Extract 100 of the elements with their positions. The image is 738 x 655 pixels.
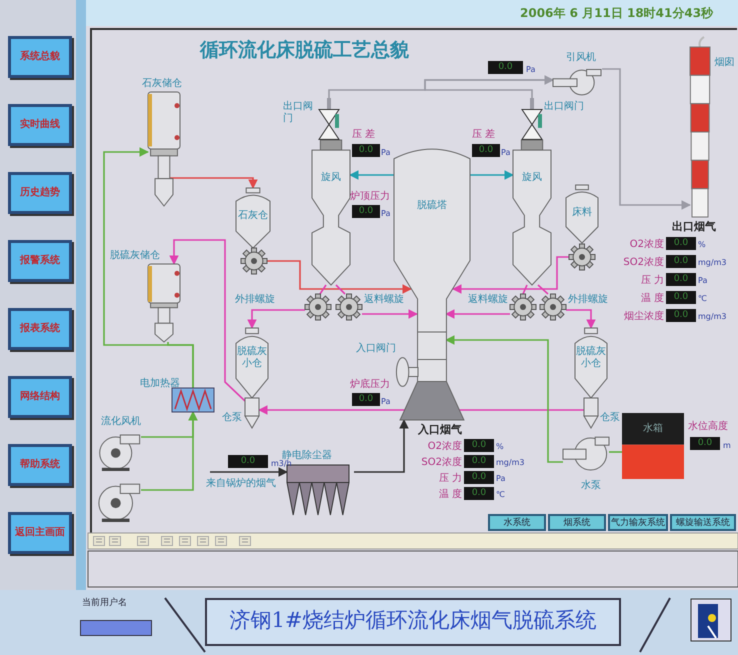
reading-label: 炉底压力 — [350, 378, 391, 391]
unit-label: Pa — [698, 275, 708, 287]
arrow — [354, 419, 409, 473]
nav-button: 帮助系统 — [8, 444, 72, 486]
equipment-label: 脱硫灰小仓 — [575, 346, 607, 370]
equipment-label: 流化风机 — [100, 416, 142, 428]
unit-label: mg/m3 — [698, 257, 728, 269]
digital-display: 0.0 — [666, 291, 696, 304]
diagram-title: 循环流化床脱硫工艺总貌 — [200, 38, 410, 62]
equipment-label: 外排螺旋 — [568, 294, 609, 306]
reading-label: SO2浓度 — [420, 456, 462, 469]
equipment-label: 出口阀门 — [283, 101, 314, 125]
equipment-label: 外排螺旋 — [235, 294, 276, 306]
connector-line — [522, 284, 528, 294]
connector-line — [319, 284, 327, 294]
equipment-label: 水箱 — [642, 423, 664, 435]
reading-label: 水位高度 — [688, 420, 729, 433]
equipment-label: 电加热器 — [140, 378, 181, 390]
reading-label: 温 度 — [640, 292, 664, 305]
digital-display: 0.0 — [666, 273, 696, 286]
digital-display: 0.0 — [228, 455, 268, 468]
arrow — [424, 75, 554, 98]
arrow — [452, 256, 569, 294]
digital-display: 0.0 — [666, 309, 696, 322]
digital-display: 0.0 — [472, 144, 500, 157]
equipment-label: 出口阀门 — [544, 101, 584, 113]
equipment-label: 床料 — [571, 207, 593, 219]
unit-label: % — [698, 239, 707, 251]
unit-label: Pa — [381, 396, 392, 408]
digital-display: 0.0 — [464, 471, 494, 484]
arrow — [470, 170, 514, 180]
arrow — [141, 411, 198, 491]
digital-display: 0.0 — [352, 393, 380, 406]
equipment-label: 静电除尘器 — [282, 450, 333, 461]
arrow — [267, 260, 412, 294]
arrow — [445, 335, 563, 463]
unit-label: Pa — [501, 147, 512, 159]
equipment-label: 脱硫灰小仓 — [236, 346, 268, 370]
unit-label: Pa — [381, 208, 392, 220]
reading-label: 压 差 — [472, 128, 496, 141]
unit-label: % — [496, 441, 505, 453]
unit-label: m — [723, 440, 732, 452]
tab-button: 烟系统 — [548, 514, 606, 531]
nav-button: 实时曲线 — [8, 104, 72, 146]
arrow — [210, 467, 288, 477]
reading-label: 压 力 — [438, 472, 462, 485]
connector-line — [167, 342, 194, 388]
unit-label: ℃ — [698, 293, 708, 305]
digital-display: 0.0 — [464, 455, 494, 468]
nav-button: 网络结构 — [8, 376, 72, 418]
equipment-label: 石灰储仓 — [141, 78, 183, 90]
equipment-label: 返料螺旋 — [468, 294, 509, 306]
arrow — [445, 309, 510, 319]
arrow — [349, 170, 394, 180]
unit-label: ℃ — [496, 489, 506, 501]
section-heading: 入口烟气 — [418, 423, 463, 436]
reading-label: 炉顶压力 — [350, 190, 391, 203]
tab-button: 水系统 — [488, 514, 546, 531]
connector-line — [537, 284, 549, 295]
arrow — [602, 68, 691, 210]
reading-label: O2浓度 — [628, 238, 664, 251]
unit-label: mg/m3 — [496, 457, 526, 469]
digital-display: 0.0 — [464, 487, 494, 500]
unit-label: Pa — [496, 473, 506, 485]
equipment-label: 返料螺旋 — [364, 294, 405, 306]
unit-label: Pa — [526, 64, 536, 76]
arrow — [362, 309, 418, 319]
reading-label: O2浓度 — [426, 440, 462, 453]
equipment-label: 旋风 — [521, 172, 543, 184]
nav-button: 系统总貌 — [8, 36, 72, 78]
reading-label: SO2浓度 — [622, 256, 664, 269]
timestamp: 2006年 6 月11日 18时41分43秒 — [520, 7, 714, 20]
edge-label: 来自锅炉的烟气 — [206, 477, 276, 490]
equipment-label: 水泵 — [581, 480, 602, 492]
user-label: 当前用户名 — [82, 597, 128, 610]
digital-display: 0.0 — [488, 61, 523, 74]
equipment-label: 仓泵 — [600, 412, 621, 424]
digital-display: 0.0 — [352, 144, 380, 157]
unit-label: Pa — [381, 147, 392, 159]
nav-button: 报警系统 — [8, 240, 72, 282]
nav-button: 返回主画面 — [8, 512, 72, 554]
digital-display: 0.0 — [690, 437, 720, 450]
digital-display: 0.0 — [464, 439, 494, 452]
equipment-label: 入口阀门 — [356, 343, 397, 355]
reading-label: 烟尘浓度 — [623, 310, 664, 323]
digital-display: 0.0 — [352, 205, 380, 218]
equipment-label: 引风机 — [565, 52, 597, 64]
equipment-label: 烟囱 — [714, 57, 736, 69]
digital-display: 0.0 — [666, 255, 696, 268]
connector-line — [335, 284, 346, 295]
reading-label: 温 度 — [438, 488, 462, 501]
equipment-label: 脱硫塔 — [416, 200, 448, 212]
system-title: 济钢1#烧结炉循环流化床烟气脱硫系统 — [205, 598, 621, 646]
arrow — [170, 177, 258, 189]
reading-label: 压 力 — [640, 274, 664, 287]
connector-line — [609, 451, 622, 453]
tab-button: 气力输灰系统 — [608, 514, 668, 531]
equipment-label: 旋风 — [320, 172, 342, 184]
equipment-label: 脱硫灰储仓 — [110, 250, 161, 262]
unit-label: mg/m3 — [698, 311, 728, 323]
